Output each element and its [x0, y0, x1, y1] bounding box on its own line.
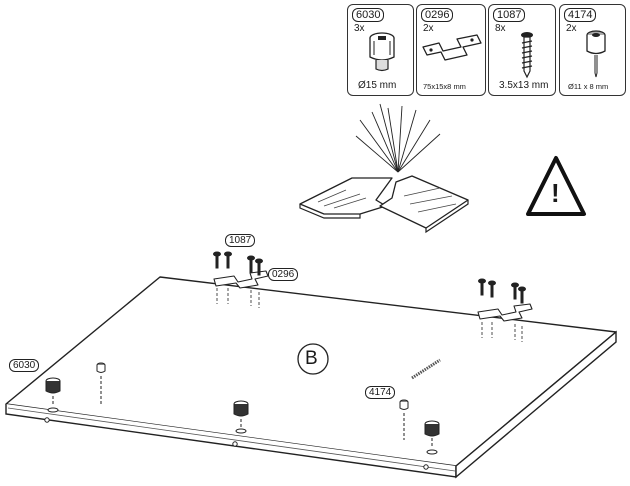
part-quantity: 2x [566, 23, 577, 34]
glide-group [96, 362, 409, 440]
part-card-6030: 6030 3x Ø15 mm [347, 4, 414, 96]
warning-symbol: ! [551, 178, 560, 208]
part-code: 4174 [564, 8, 597, 22]
screw-icon [521, 32, 533, 79]
part-code: 0296 [421, 8, 454, 22]
part-code: 1087 [493, 8, 526, 22]
glide-icon [586, 30, 606, 78]
cam-lock-group [45, 377, 440, 455]
callout-cam-lock: 6030 [9, 359, 40, 372]
callout-bracket: 0296 [268, 268, 299, 281]
part-size: Ø11 x 8 mm [568, 82, 609, 91]
part-quantity: 2x [423, 23, 434, 34]
panel-label: B [305, 348, 318, 369]
part-card-4174: 4174 2x Ø11 x 8 mm [559, 4, 626, 96]
part-size: Ø15 mm [358, 80, 397, 91]
part-quantity: 8x [495, 23, 506, 34]
part-code: 6030 [352, 8, 385, 22]
cam-lock-icon [369, 32, 395, 72]
screw-group-left [213, 251, 263, 276]
part-card-1087: 1087 8x 3.5x13 mm [488, 4, 556, 96]
callout-glide: 4174 [365, 386, 396, 399]
part-size: 3.5x13 mm [499, 80, 549, 91]
callout-screw: 1087 [225, 234, 256, 247]
part-card-0296: 0296 2x 75x15x8 mm [416, 4, 486, 96]
part-size: 75x15x8 mm [423, 82, 466, 91]
bracket-icon [422, 34, 482, 61]
part-quantity: 3x [354, 23, 365, 34]
screw-group-right [478, 278, 526, 304]
